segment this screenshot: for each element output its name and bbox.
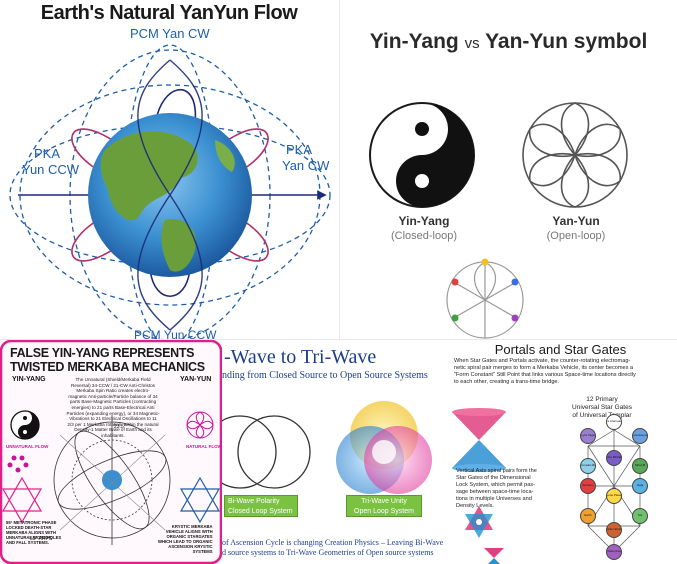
star-gate-node-label: Sirius B <box>634 463 646 468</box>
star-gate-node: Earth <box>580 508 596 524</box>
star-gate-node: Gaia <box>632 478 648 494</box>
continent-europe <box>215 140 235 172</box>
false-label-yanyun: YAN-YUN <box>180 376 212 383</box>
star-gate-node-label: Gaia <box>636 483 644 488</box>
star-gate-node-label: Lyra Aveyon <box>632 433 648 438</box>
caption-open-loop: (Open-loop) <box>546 230 606 242</box>
false-yinyang-panel: FALSE YIN-YANG REPRESENTS TWISTED MERKAB… <box>0 340 222 564</box>
portal-vertical-axis-text: Vertical Axis spiral pairs form the Star… <box>456 468 537 509</box>
label-pka-right: PKA <box>286 142 313 157</box>
star-gate-node: Arcturus <box>580 478 596 494</box>
bi-wave-label-box: Bi-Wave Polarity Closed Loop System <box>224 495 298 517</box>
star-gate-node: Sol <box>632 508 648 524</box>
label-yun-ccw-left: Yun CCW <box>22 162 80 177</box>
star-gate-node-label: Lyra Vega <box>581 433 595 438</box>
false-angle-55: 55° ARPS <box>30 536 53 542</box>
tri-wave-circles <box>336 401 432 494</box>
yy-panel-title: Yin-Yang vs Yan-Yun symbol <box>346 30 671 54</box>
tri-footer-2: d source systems to Tri-Wave Geometries … <box>222 548 434 557</box>
yin-yang-symbol <box>369 102 475 208</box>
star-gate-node-label: Orion Mintaka <box>606 455 622 460</box>
portal-panel-title: Portals and Star Gates <box>494 342 627 357</box>
portal-diagram <box>452 408 641 564</box>
false-title-1: FALSE YIN-YANG REPRESENTS <box>10 346 195 360</box>
hourglass-vortex <box>452 408 506 472</box>
earth-flow-diagram <box>9 44 331 340</box>
star-gate-node-label: Epsilon Eridani <box>606 527 622 532</box>
central-earth <box>102 470 122 490</box>
caption-yin-yang: Yin-Yang <box>398 214 450 228</box>
unnatural-flow-dots <box>7 455 29 473</box>
portal-gates-heading: 12 Primary Universal Star Gates of Unive… <box>572 396 632 419</box>
title-vs: vs <box>464 35 480 52</box>
star-gate-node-label: Earth <box>584 513 592 518</box>
false-note-left: 55° METATRONIC PHASE LOCKED DEATH-STAR M… <box>6 520 62 545</box>
horizontal-divider <box>0 339 677 340</box>
star-gate-nodes: Lyra AramatenaLyra Vega Lyra AveyonAndrom… <box>444 340 677 564</box>
portal-intro-text: When Star Gates and Portals activate, th… <box>454 358 636 385</box>
continent-north-america <box>100 131 198 221</box>
false-unnatural-flow: UNNATURAL FLOW <box>6 444 49 449</box>
small-vortex <box>484 548 504 564</box>
right-merkaba-star <box>179 476 221 524</box>
false-title-2: TWISTED MERKABA MECHANICS <box>10 360 205 374</box>
label-pcm-yun-ccw: PCM Yun CCW <box>134 328 217 340</box>
star-gate-node-label: Theta Orion <box>606 549 622 554</box>
yan-yun-symbol <box>522 102 628 208</box>
star-gate-node: Theta Orion <box>606 544 622 560</box>
false-body-text: The Unnatural (Shield/Merkaba Field Reve… <box>66 377 160 438</box>
star-gate-node: Lyra Vega <box>580 428 596 444</box>
label-pcm-yan-cw: PCM Yan CW <box>130 26 210 41</box>
star-tetrahedron <box>465 506 493 538</box>
caption-closed-loop: (Closed-loop) <box>390 230 458 242</box>
label-yan-cw-right: Yan CW <box>282 158 330 173</box>
left-merkaba-star <box>1 476 43 524</box>
earth-panel-title: Earth's Natural YanYun Flow <box>40 2 298 24</box>
star-gate-node: Orion Mintaka <box>606 450 622 466</box>
false-label-yinyang: YIN-YANG <box>12 376 46 383</box>
caption-yan-yun: Yan-Yun <box>552 214 600 228</box>
tri-wave-label-box: Tri-Wave Unity Open Loop System <box>346 495 422 517</box>
false-angle-23: 23.5° <box>114 424 126 430</box>
false-note-right: KRYSTIC MERKABA VEHICLE ALIGNS WITH ORGA… <box>158 524 213 554</box>
star-gate-node: Sirius B <box>632 458 648 474</box>
false-natural-flow: NATURAL FLOW <box>186 444 222 449</box>
portals-star-gates-panel: Portals and Star Gates When Star Gates a… <box>444 340 677 564</box>
label-pka-left: PKA <box>34 146 61 161</box>
star-gate-node-label: Andromeda Mirach <box>581 463 596 468</box>
vertical-divider-top <box>339 0 340 340</box>
small-yanyun-circle <box>446 258 524 339</box>
star-gate-node-label: Alcyone Pleiades <box>606 493 621 498</box>
tri-wave-diagram <box>222 401 432 494</box>
false-yinyang-background <box>0 340 222 564</box>
star-gate-node-label: Sol <box>637 513 643 518</box>
continent-south-america <box>161 219 196 272</box>
yinyang-vs-yanyun-panel: Yin-Yang vs Yan-Yun symbol <box>340 0 677 340</box>
earth-yanyun-flow-panel: Earth's Natural YanYun Flow <box>0 0 340 340</box>
tri-panel-subtitle: nding from Closed Source to Open Source … <box>222 370 428 381</box>
tri-panel-title: -Wave to Tri-Wave <box>224 346 377 368</box>
star-gate-node-label: Arcturus <box>582 483 594 488</box>
star-gate-node: Lyra Aveyon <box>632 428 648 444</box>
false-yan-yun-icon <box>186 411 214 439</box>
star-gate-node-label: Lyra Aramatena <box>606 419 622 424</box>
tri-footer-1: of Ascension Cycle is changing Creation … <box>222 538 444 547</box>
star-gate-node: Epsilon Eridani <box>606 522 622 538</box>
bi-wave-circles <box>222 415 311 489</box>
star-gate-node: Andromeda Mirach <box>580 458 596 474</box>
title-yin-yang: Yin-Yang <box>369 30 459 53</box>
false-yin-yang-icon <box>10 410 40 440</box>
star-gate-node: Alcyone Pleiades <box>606 488 622 504</box>
star-gate-node: Lyra Aramatena <box>606 414 622 430</box>
title-yan-yun: Yan-Yun symbol <box>485 30 648 53</box>
yy-symbols <box>369 102 628 339</box>
bi-wave-tri-wave-panel: -Wave to Tri-Wave nding from Closed Sour… <box>222 340 444 564</box>
